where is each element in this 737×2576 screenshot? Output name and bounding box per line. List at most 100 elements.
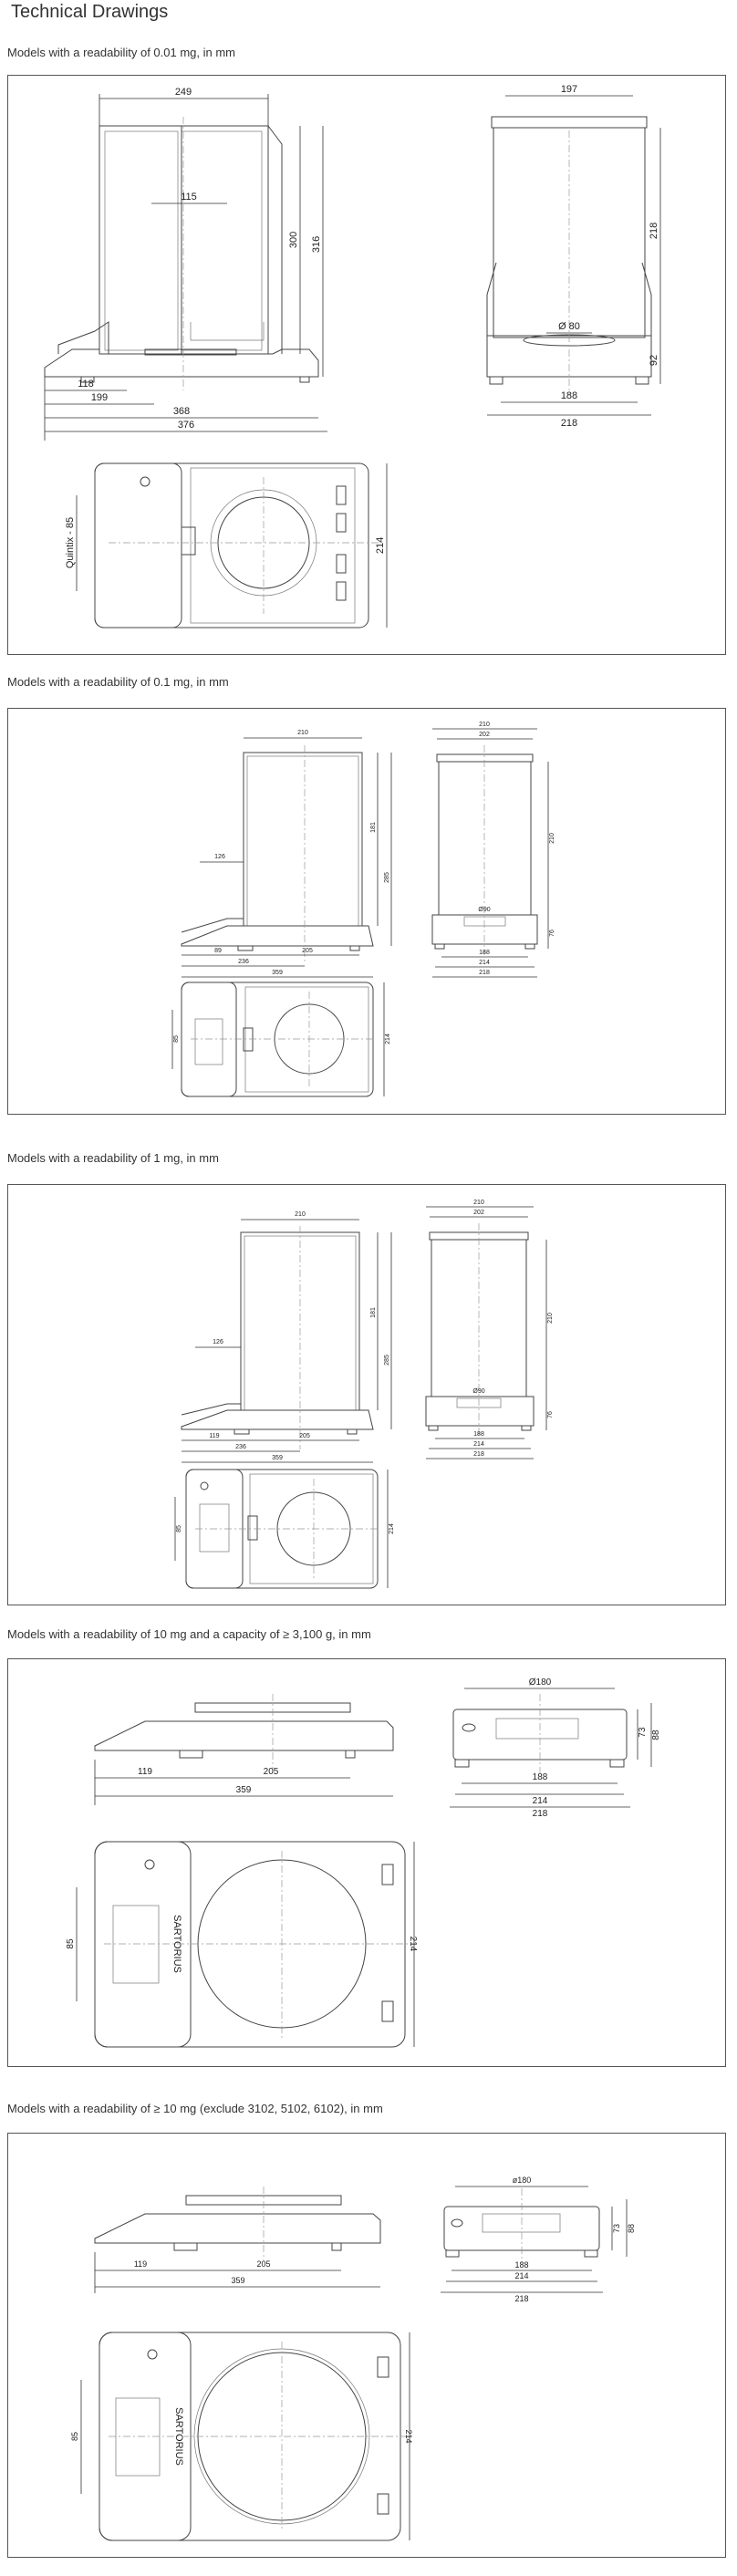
dim-d4: 359 [272,970,283,976]
dim-side-b2: 214 [473,1441,484,1448]
dim-d3: 236 [238,959,249,965]
drawing-panel-1: 249 115 300 316 118 199 368 376 197 218 … [7,75,726,655]
dim-side-h2: 92 [649,355,659,366]
technical-drawing-4: 119 205 359 Ø180 73 88 188 214 218 SARTO… [66,1678,661,2048]
dim-d2: 205 [302,948,313,954]
top-view: Quintix - 85 214 [65,462,388,628]
side-view: 210 202 210 76 Ø90 188 214 218 [431,722,555,978]
dim-top-depth: 85 [173,1035,180,1043]
dim-side-pan: Ø180 [529,1678,552,1688]
dim-top-width: 210 [295,1211,306,1218]
dim-side-h1: 218 [649,223,659,239]
drawing-panel-3: 210 126 181 285 119 205 236 359 210 202 … [7,1184,726,1605]
dim-side-h1: 73 [612,2224,621,2233]
dim-side-b3: 218 [479,970,490,976]
drawing-panel-5: 119 205 359 ø180 73 88 188 214 218 SARTO… [7,2133,726,2558]
dim-top-width-214: 214 [385,1034,391,1044]
top-view: 85 214 [174,1469,395,1589]
dim-top-width: 210 [297,730,308,736]
dim-side-t2: 202 [479,732,490,738]
technical-drawing-2: 210 126 181 285 89 205 236 359 210 202 2… [171,722,555,1097]
dim-d1: 118 [78,379,94,390]
dim-side-h1: 73 [638,1727,648,1738]
section-title-4: Models with a readability of 10 mg and a… [7,1627,371,1641]
technical-drawing-3: 210 126 181 285 119 205 236 359 210 202 … [174,1200,554,1589]
top-view: SARTORIUS 85 214 [66,1841,418,2048]
dim-height-inner: 181 [370,822,377,833]
dim-height-total: 285 [384,872,390,883]
dim-d2: 205 [264,1767,279,1777]
section-title-5: Models with a readability of ≥ 10 mg (ex… [7,2102,383,2115]
dim-top-depth: 85 [70,2432,79,2441]
dim-side-b3: 218 [473,1451,484,1458]
dim-left: 126 [213,1339,223,1345]
dim-height-inner: 181 [370,1307,377,1318]
dim-side-h2: 76 [547,1411,554,1418]
dim-d1: 89 [214,948,222,954]
dim-side-pan: Ø 80 [558,321,580,332]
front-view: 119 205 359 [94,2186,381,2293]
dim-side-b1: 188 [561,390,577,401]
drawing-panel-4: 119 205 359 Ø180 73 88 188 214 218 SARTO… [7,1658,726,2067]
section-title-2: Models with a readability of 0.1 mg, in … [7,675,229,689]
dim-side-t2: 202 [473,1210,484,1216]
dim-side-b1: 188 [533,1772,548,1782]
dim-d2: 205 [256,2259,270,2269]
dim-top-depth: 85 [66,1938,76,1949]
dim-side-b2: 214 [514,2271,528,2280]
dim-side-b1: 188 [514,2260,528,2270]
dim-inner-width: 115 [181,192,197,203]
dim-height-total: 285 [384,1355,390,1366]
dim-side-b2: 214 [533,1796,548,1806]
dim-d3: 236 [235,1444,246,1450]
dim-top-width-214: 214 [404,2429,413,2443]
dim-d1: 119 [134,2259,147,2269]
dim-d3: 368 [173,406,190,417]
dim-side-pan: ø180 [513,2176,532,2185]
dim-top-depth: Quintix - 85 [65,517,76,568]
dim-side-b1: 188 [473,1431,484,1438]
section-title-3: Models with a readability of 1 mg, in mm [7,1151,219,1165]
dim-side-top: 197 [561,84,577,95]
dim-top-depth: 85 [176,1525,182,1532]
technical-drawing-5: 119 205 359 ø180 73 88 188 214 218 SARTO… [70,2176,636,2541]
dim-d3: 359 [231,2276,244,2285]
side-view: ø180 73 88 188 214 218 [441,2176,636,2303]
dim-left: 126 [214,854,225,860]
front-view: 210 126 181 285 119 205 236 359 [181,1211,392,1463]
front-view: 249 115 300 316 118 199 368 376 [44,87,327,441]
side-view: 210 202 210 76 Ø90 188 214 218 [425,1200,554,1459]
top-view: 85 214 [171,982,391,1097]
front-view: 119 205 359 [94,1694,394,1805]
dim-side-t1: 210 [473,1200,484,1206]
dim-side-b2: 218 [561,418,577,429]
section-title-1: Models with a readability of 0.01 mg, in… [7,46,235,59]
dim-top-width-214: 214 [408,1937,418,1952]
dim-d1: 119 [209,1433,219,1439]
page-title: Technical Drawings [11,2,169,22]
front-view: 210 126 181 285 89 205 236 359 [181,730,392,978]
dim-d4: 376 [178,420,194,431]
dim-d2: 205 [299,1433,310,1439]
dim-d4: 359 [272,1455,283,1461]
dim-top-width: 249 [175,87,192,98]
dim-side-b3: 218 [514,2294,528,2303]
dim-side-h2: 88 [627,2224,636,2233]
dim-side-h1: 210 [549,833,555,844]
dim-side-pan: Ø90 [472,1388,484,1395]
dim-d1: 119 [138,1767,152,1777]
technical-drawing-1: 249 115 300 316 118 199 368 376 197 218 … [44,84,661,628]
side-view: 197 218 92 Ø 80 188 218 [486,84,661,429]
dim-d2: 199 [91,392,108,403]
side-view: Ø180 73 88 188 214 218 [450,1678,661,1819]
dim-height-inner: 300 [288,232,299,248]
dim-side-b2: 214 [479,960,490,966]
dim-side-h2: 88 [651,1729,661,1740]
dim-side-h2: 76 [549,930,555,937]
dim-height-total: 316 [311,236,322,253]
dim-d3: 359 [236,1785,252,1795]
top-view: SARTORIUS 85 214 [70,2332,413,2541]
dim-side-pan: Ø90 [478,907,490,913]
dim-top-width-214: 214 [375,537,386,554]
dim-side-b3: 218 [533,1809,548,1819]
